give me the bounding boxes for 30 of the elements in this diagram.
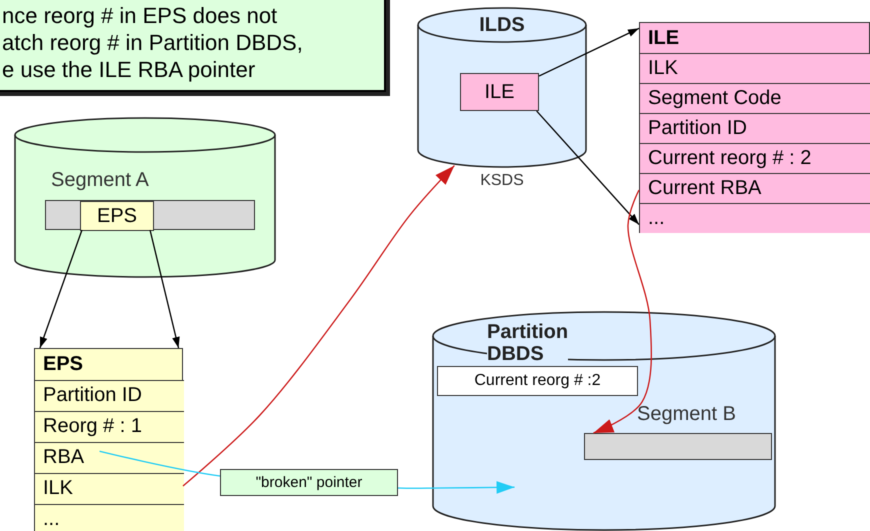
table-header: ILE (648, 27, 680, 50)
record-table (34, 348, 183, 531)
arrow (182, 165, 455, 486)
table-row: Segment Code (640, 83, 870, 113)
arrow (536, 110, 640, 225)
arrow (39, 230, 83, 348)
table-row: ILK (640, 53, 870, 83)
table-row: Current RBA (640, 173, 870, 203)
field-box: ILE (460, 73, 539, 111)
arrow (149, 230, 180, 348)
segment-label: Segment B (637, 402, 737, 427)
table-row: ... (640, 203, 870, 233)
field-box: Current reorg # :2 (437, 366, 638, 396)
table-row: RBA (35, 442, 184, 473)
segment-label: Segment A (51, 168, 150, 193)
cylinder-title: ILDS (478, 14, 526, 36)
edge-label: "broken" pointer (220, 469, 398, 496)
table-row: ILK (35, 473, 184, 504)
table-row: Partition ID (35, 380, 184, 411)
note-text: nce reorg # in EPS does not atch reorg # in Partition DBDS, e use the ILE RBA pointer (2, 2, 304, 83)
arrow (593, 190, 652, 434)
table-header: EPS (43, 353, 84, 376)
field-box: EPS (80, 201, 154, 231)
arrow (538, 28, 640, 77)
cylinder-caption: KSDS (479, 172, 525, 190)
table-row: Reorg # : 1 (35, 411, 184, 442)
table-row: Current reorg # : 2 (640, 143, 870, 173)
table-row: Partition ID (640, 113, 870, 143)
table-row: ... (35, 504, 184, 531)
record-table (639, 22, 870, 233)
